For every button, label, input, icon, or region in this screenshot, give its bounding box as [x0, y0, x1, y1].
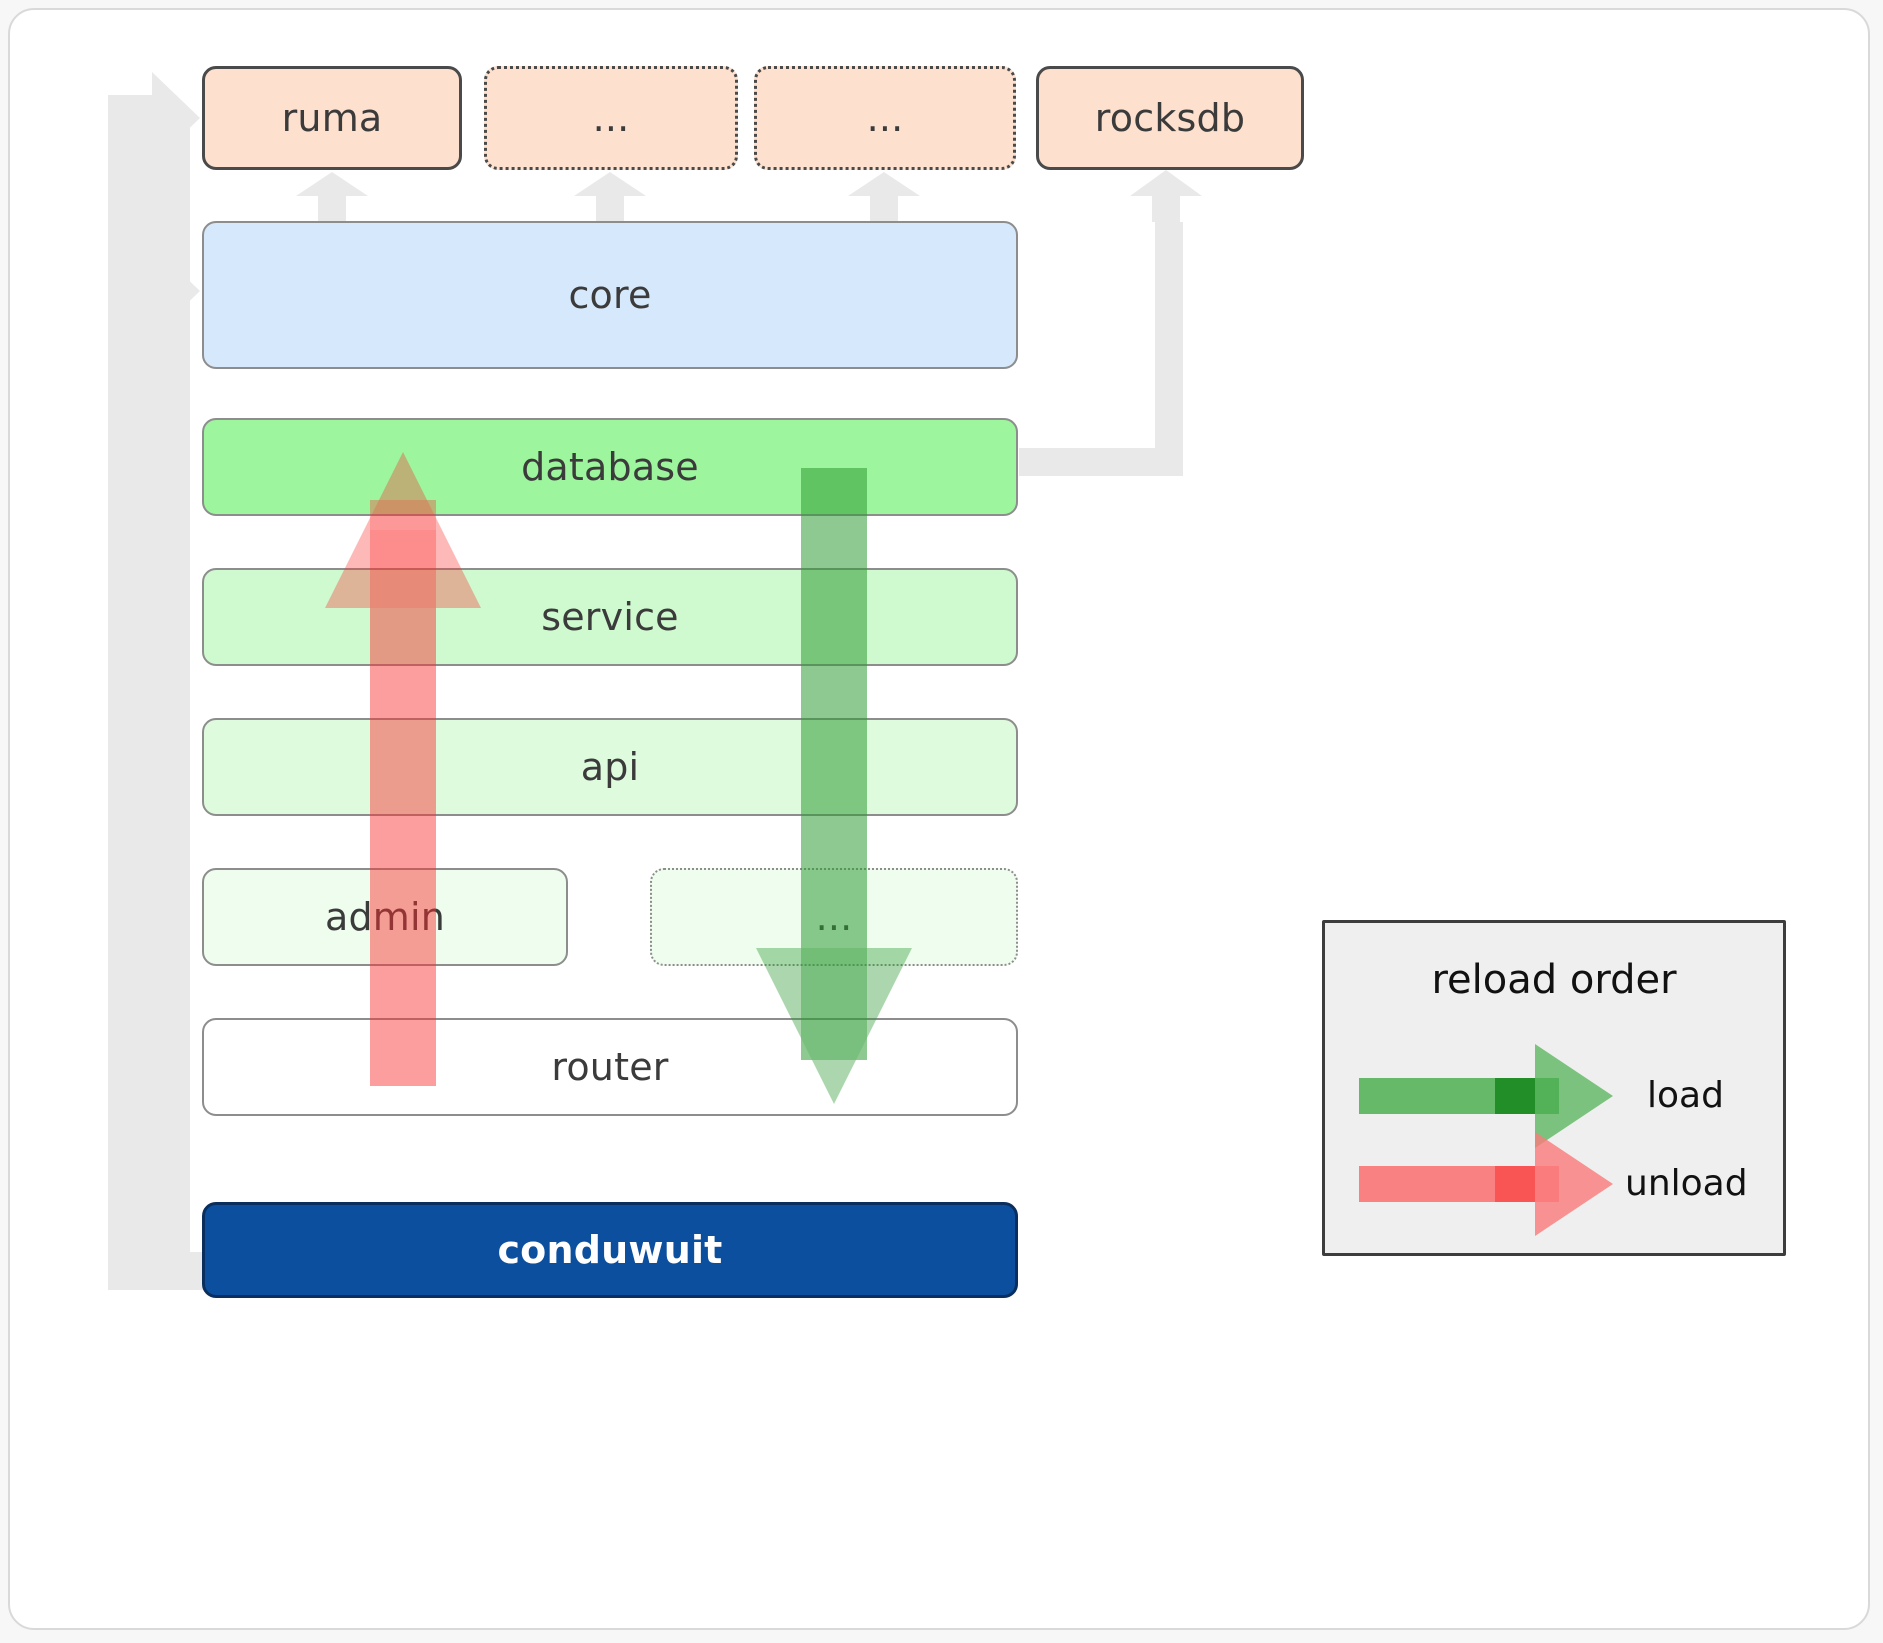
legend-unload-arrow-icon: [1359, 1132, 1613, 1236]
dep-box-3[interactable]: ...: [754, 66, 1016, 170]
layer-box-service[interactable]: service: [202, 568, 1018, 666]
dep-label-rocksdb: rocksdb: [1094, 96, 1246, 140]
legend-arrow-icons: [1359, 1044, 1613, 1236]
unload-arrow: [325, 452, 481, 1086]
arrow-core-to-dep3: [848, 172, 920, 222]
legend-label-load: load: [1647, 1075, 1724, 1116]
binary-box-conduwuit[interactable]: conduwuit: [202, 1202, 1018, 1298]
legend-title: reload order: [1431, 957, 1677, 1003]
dep-box-rocksdb[interactable]: rocksdb: [1036, 66, 1304, 170]
layer-label-service: service: [541, 595, 679, 639]
layer-box-router[interactable]: router: [202, 1018, 1018, 1116]
layer-label-core: core: [568, 273, 652, 317]
legend-panel: reload order load unload: [1322, 920, 1786, 1256]
layer-box-admin[interactable]: admin: [202, 868, 568, 966]
dep-label-ruma: ruma: [281, 96, 383, 140]
layer-label-database: database: [521, 445, 699, 489]
arrow-to-core: [108, 245, 200, 337]
dep-label-3: ...: [866, 96, 904, 140]
connector-database-to-rocksdb: [1019, 222, 1183, 476]
arrow-to-ruma: [108, 72, 200, 164]
layer-label-api: api: [580, 745, 640, 789]
arrow-core-to-ruma: [296, 172, 368, 222]
dep-box-2[interactable]: ...: [484, 66, 738, 170]
dep-box-ruma[interactable]: ruma: [202, 66, 462, 170]
arrow-to-rocksdb: [1130, 170, 1202, 222]
layer-box-api[interactable]: api: [202, 718, 1018, 816]
load-arrow: [756, 468, 912, 1104]
binary-label-conduwuit: conduwuit: [497, 1228, 723, 1272]
arrow-core-to-dep2: [574, 172, 646, 222]
layer-label-router: router: [551, 1045, 669, 1089]
legend-label-unload: unload: [1625, 1163, 1748, 1204]
layer-box-database[interactable]: database: [202, 418, 1018, 516]
layer-box-core[interactable]: core: [202, 221, 1018, 369]
dep-label-2: ...: [592, 96, 630, 140]
legend-load-arrow-icon: [1359, 1044, 1613, 1148]
layer-label-admin: admin: [325, 895, 445, 939]
left-spine-connector: [108, 110, 190, 1290]
